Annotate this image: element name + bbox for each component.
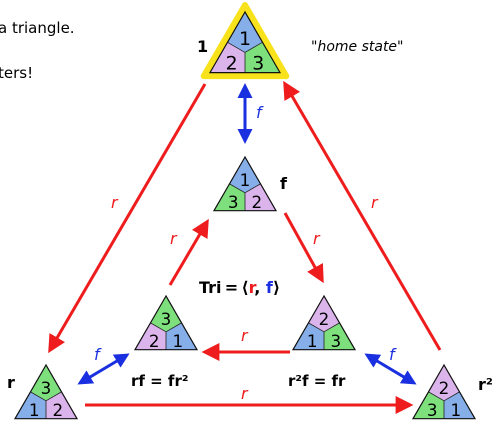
region-right	[324, 322, 355, 350]
divider	[150, 322, 167, 333]
divider	[165, 322, 182, 333]
caption-line-2: ters!	[0, 64, 34, 82]
number-left: 1	[29, 400, 40, 420]
region-left	[135, 322, 166, 350]
arrow-f-r-rf	[77, 353, 130, 385]
region-top	[30, 365, 62, 401]
f-label-top: f	[256, 103, 264, 122]
region-top	[428, 365, 460, 401]
group-presentation: Tri = ⟨r, f⟩	[199, 278, 280, 297]
state-label-f: f	[280, 174, 288, 193]
number-top: 3	[41, 378, 52, 398]
region-right	[166, 322, 197, 350]
outline	[212, 155, 278, 212]
divider	[428, 391, 445, 402]
region-left	[210, 42, 245, 73]
divider	[244, 183, 261, 194]
number-right: 2	[52, 400, 63, 420]
outline	[208, 10, 282, 74]
number-left: 2	[226, 53, 238, 75]
outline	[291, 294, 357, 351]
region-left	[413, 391, 444, 419]
r-label-inner-bottom: r	[241, 326, 249, 345]
r-label-outer-left: r	[111, 193, 119, 212]
divider	[323, 322, 340, 333]
divider	[443, 391, 460, 402]
arrow-f-r2f-r2	[364, 353, 417, 385]
number-left: 3	[427, 400, 438, 420]
state-label-identity: 1	[197, 37, 208, 56]
number-top: 1	[239, 28, 251, 50]
region-top	[227, 12, 263, 53]
f-label-right: f	[389, 345, 397, 364]
outline	[133, 294, 199, 351]
divider	[30, 391, 47, 402]
number-top: 1	[240, 170, 251, 190]
arrow-r-rf-to-f	[168, 218, 209, 286]
number-right: 3	[252, 53, 264, 75]
arrow-r-r2-to-identity	[283, 80, 442, 351]
region-left	[293, 322, 324, 350]
r-label-inner-right: r	[313, 229, 321, 248]
r-label-inner-left: r	[170, 229, 178, 248]
outline	[13, 363, 79, 420]
caption-line-1: a triangle.	[0, 19, 75, 37]
region-right	[245, 183, 276, 211]
arrow-r-f-to-r2f	[283, 212, 324, 284]
number-top: 2	[319, 309, 330, 329]
divider	[227, 41, 246, 53]
region-right	[245, 42, 280, 73]
number-left: 3	[228, 192, 239, 212]
f-label-left: f	[94, 345, 102, 364]
r-label-outer-right: r	[371, 193, 379, 212]
region-right	[444, 391, 475, 419]
divider	[244, 41, 263, 53]
number-top: 2	[439, 378, 450, 398]
state-label-r: r	[7, 373, 15, 392]
region-top	[308, 296, 340, 332]
divider	[308, 322, 325, 333]
number-left: 2	[149, 331, 160, 351]
region-right	[46, 391, 77, 419]
number-top: 3	[161, 309, 172, 329]
region-top	[150, 296, 182, 332]
number-right: 1	[450, 400, 461, 420]
number-right: 1	[172, 331, 183, 351]
divider	[45, 391, 62, 402]
number-left: 1	[307, 331, 318, 351]
state-label-rf: rf = fr²	[131, 372, 188, 390]
number-right: 2	[251, 192, 262, 212]
outline	[411, 363, 477, 420]
arrow-r-identity-to-r	[48, 83, 207, 354]
home-state-note: "home state"	[311, 39, 403, 55]
region-left	[214, 183, 245, 211]
r-label-outer-bottom: r	[241, 384, 249, 403]
state-label-r2f: r²f = fr	[288, 372, 346, 390]
region-left	[15, 391, 46, 419]
divider	[229, 183, 246, 194]
region-top	[229, 157, 261, 193]
state-label-r2: r²	[478, 375, 493, 394]
number-right: 3	[330, 331, 341, 351]
